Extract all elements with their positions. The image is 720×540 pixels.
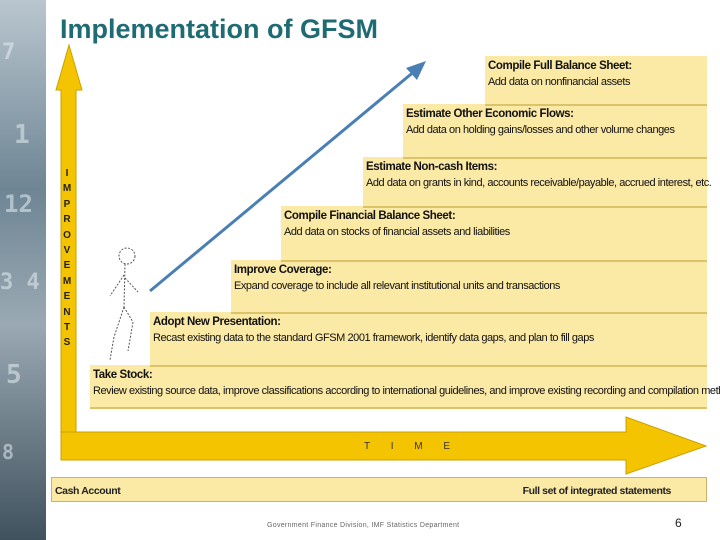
step-detail: Add data on holding gains/losses and oth…	[406, 124, 675, 136]
full-set-label: Full set of integrated statements	[523, 485, 671, 497]
step-detail: Expand coverage to include all relevant …	[234, 280, 560, 292]
step-detail: Recast existing data to the standard GFS…	[153, 332, 594, 344]
page-number: 6	[675, 516, 682, 530]
step-heading: Estimate Other Economic Flows:	[406, 108, 574, 120]
step-heading: Compile Full Balance Sheet:	[488, 60, 632, 72]
stick-figure	[110, 248, 138, 360]
step-improve-coverage: Improve Coverage: Expand coverage to inc…	[231, 260, 707, 314]
step-compile-financial-balance-sheet: Compile Financial Balance Sheet: Add dat…	[281, 206, 707, 262]
accounting-scope-bar: Cash Account Full set of integrated stat…	[51, 477, 707, 502]
cash-account-label: Cash Account	[55, 485, 120, 497]
step-detail: Add data on nonfinancial assets	[488, 76, 630, 88]
step-heading: Improve Coverage:	[234, 264, 331, 276]
time-label: T I M E	[364, 441, 459, 452]
step-detail: Add data on grants in kind, accounts rec…	[366, 177, 711, 189]
step-heading: Take Stock:	[93, 369, 152, 381]
step-take-stock: Take Stock: Review existing source data,…	[90, 365, 707, 409]
step-heading: Adopt New Presentation:	[153, 316, 281, 328]
step-compile-full-balance-sheet: Compile Full Balance Sheet: Add data on …	[485, 56, 707, 106]
step-heading: Estimate Non-cash Items:	[366, 161, 497, 173]
footer-text: Government Finance Division, IMF Statist…	[267, 522, 459, 529]
step-heading: Compile Financial Balance Sheet:	[284, 210, 455, 222]
step-estimate-other-economic-flows: Estimate Other Economic Flows: Add data …	[403, 104, 707, 159]
step-detail: Add data on stocks of financial assets a…	[284, 226, 510, 238]
step-adopt-new-presentation: Adopt New Presentation: Recast existing …	[150, 312, 707, 367]
step-estimate-non-cash-items: Estimate Non-cash Items: Add data on gra…	[363, 157, 707, 208]
improvements-label: I M P R O V E M E N T S	[61, 166, 73, 351]
step-detail: Review existing source data, improve cla…	[93, 385, 720, 397]
